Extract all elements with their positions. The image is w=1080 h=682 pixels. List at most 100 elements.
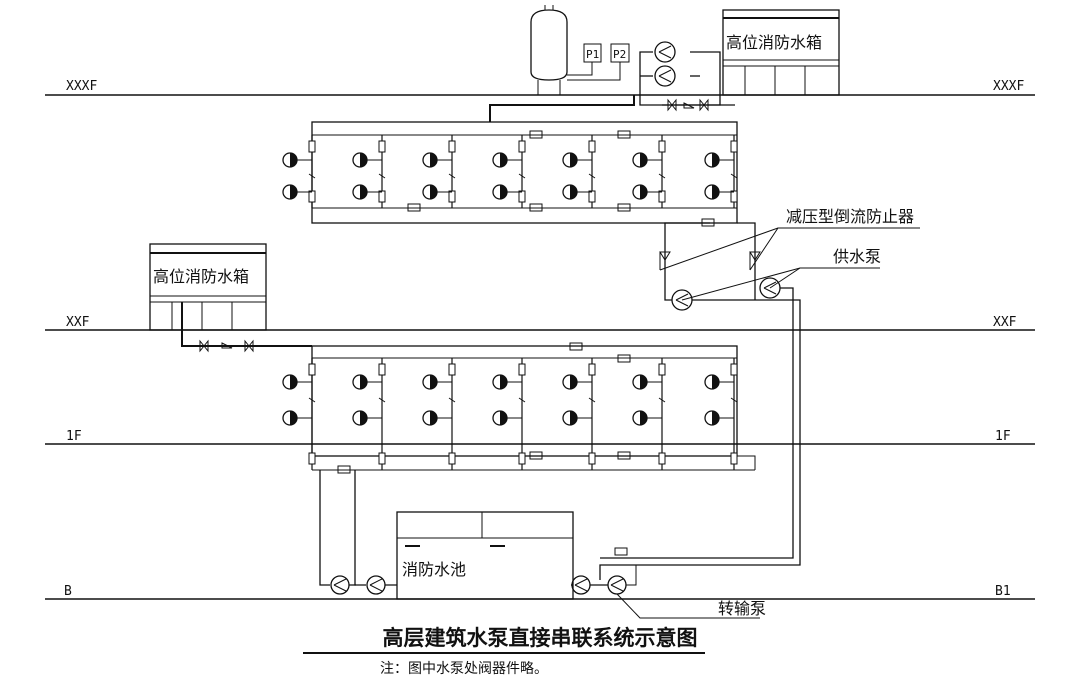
booster-pump-2-icon [654,65,676,87]
lower-hydrant-5a [562,374,592,390]
upper-hydrant-5b [562,184,592,200]
upper-zone-valve-4 [529,203,543,212]
diagram-title: 高层建筑水泵直接串联系统示意图 [383,625,698,650]
valve-callout-label: 减压型倒流防止器 [786,207,914,226]
upper-riser-2 [352,135,386,208]
upper-hydrant-2a [352,152,382,168]
high-water-tank-top: 高位消防水箱 [722,9,840,96]
floor-label-b1-right: B1 [995,584,1011,599]
lower-pumps: 转输泵 [319,470,766,619]
lower-hydrant-2b [352,410,382,426]
upper-riser-5 [562,135,596,208]
lower-hydrant-4a [492,374,522,390]
lower-hydrant-3a [422,374,452,390]
lower-hydrant-3b [422,410,452,426]
supply-pump-group: 减压型倒流防止器 供水泵 [599,207,920,580]
upper-hydrant-7b [704,184,734,200]
lower-zone-valve-3 [529,451,543,460]
tank-mid-label: 高位消防水箱 [153,267,249,286]
pressure-tank [530,5,621,95]
valve-top-2-icon [699,98,709,112]
pool-label: 消防水池 [402,560,466,579]
diagram-title-group: 高层建筑水泵直接串联系统示意图 注：图中水泵处阀器件略。 [303,625,705,677]
valve-mid-2-icon [244,339,254,353]
lower-hydrant-1a [282,374,312,390]
lower-zone-valve-1 [569,342,583,351]
lower-zone-valve-2 [617,354,631,363]
high-water-tank-mid: 高位消防水箱 [149,243,312,353]
transfer-pump-1-icon [571,575,591,595]
upper-hydrant-6b [632,184,662,200]
upper-zone-valve-2 [617,130,631,139]
floor-label-xxxf-right: XXXF [993,79,1024,94]
upper-riser-6 [632,135,666,208]
upper-hydrant-3b [422,184,452,200]
upper-hydrant-6a [632,152,662,168]
upper-hydrant-3a [422,152,452,168]
lower-riser-4 [492,358,526,470]
lower-hydrant-4b [492,410,522,426]
floor-label-xxxf-left: XXXF [66,79,97,94]
check-valve-mid-icon [221,342,233,349]
lower-riser-1 [282,358,316,470]
transfer-line-valve [614,547,628,556]
upper-riser-4 [492,135,526,208]
lower-hydrant-2a [352,374,382,390]
lower-hydrant-1b [282,410,312,426]
transfer-pump-2-icon [607,575,627,595]
transfer-pump-callout-label: 转输泵 [718,599,766,618]
floor-label-xxf-left: XXF [66,315,90,330]
upper-hydrant-1a [282,152,312,168]
upper-hydrant-2b [352,184,382,200]
upper-zone-valve-3 [407,203,421,212]
check-valve-top-icon [683,102,695,109]
upper-riser-7 [704,135,738,208]
lower-riser-3 [422,358,456,470]
gauge-p1-label: P1 [586,48,599,61]
lower-hydrant-6b [632,410,662,426]
upper-hydrant-1b [282,184,312,200]
lower-hydrant-5b [562,410,592,426]
booster-pump-1-icon [654,41,676,63]
fire-pool: 消防水池 [396,511,574,600]
lower-pump-1-icon [330,575,350,595]
lower-riser-7 [704,358,738,470]
gauge-p2-label: P2 [613,48,626,61]
lower-hydrant-7a [704,374,734,390]
upper-zone-network [282,121,738,227]
floor-label-xxf-right: XXF [993,315,1017,330]
floor-label-1f-left: 1F [66,429,82,444]
upper-hydrant-4b [492,184,522,200]
diagram-note: 注：图中水泵处阀器件略。 [380,661,548,677]
floor-label-b-left: B [64,584,72,599]
lower-zone-network [282,342,756,474]
backflow-preventer-1-icon [659,251,671,261]
valve-mid-1-icon [199,339,209,353]
backflow-preventer-2-icon [749,251,761,261]
valve-top-1-icon [667,98,677,112]
floor-labels: XXXF XXXF XXF XXF 1F 1F B B1 [64,79,1024,599]
upper-zone-valve-1 [529,130,543,139]
upper-hydrant-5a [562,152,592,168]
upper-hydrant-4a [492,152,522,168]
lower-riser-2 [352,358,386,470]
gauge-p1: P1 [583,43,602,63]
lower-hydrant-6a [632,374,662,390]
lower-riser-5 [562,358,596,470]
upper-riser-3 [422,135,456,208]
upper-hydrant-7a [704,152,734,168]
gauge-p2: P2 [610,43,630,63]
tank-top-label: 高位消防水箱 [726,33,822,52]
lower-pump-2-icon [366,575,386,595]
supply-pump-callout-label: 供水泵 [833,247,881,266]
lower-zone-valve-5 [337,465,351,474]
lower-zone-valve-4 [617,451,631,460]
top-outlet-piping [489,95,735,122]
upper-zone-valve-5 [617,203,631,212]
lower-hydrant-7b [704,410,734,426]
floor-label-1f-right: 1F [995,429,1011,444]
lower-riser-6 [632,358,666,470]
upper-riser-1 [282,135,316,208]
